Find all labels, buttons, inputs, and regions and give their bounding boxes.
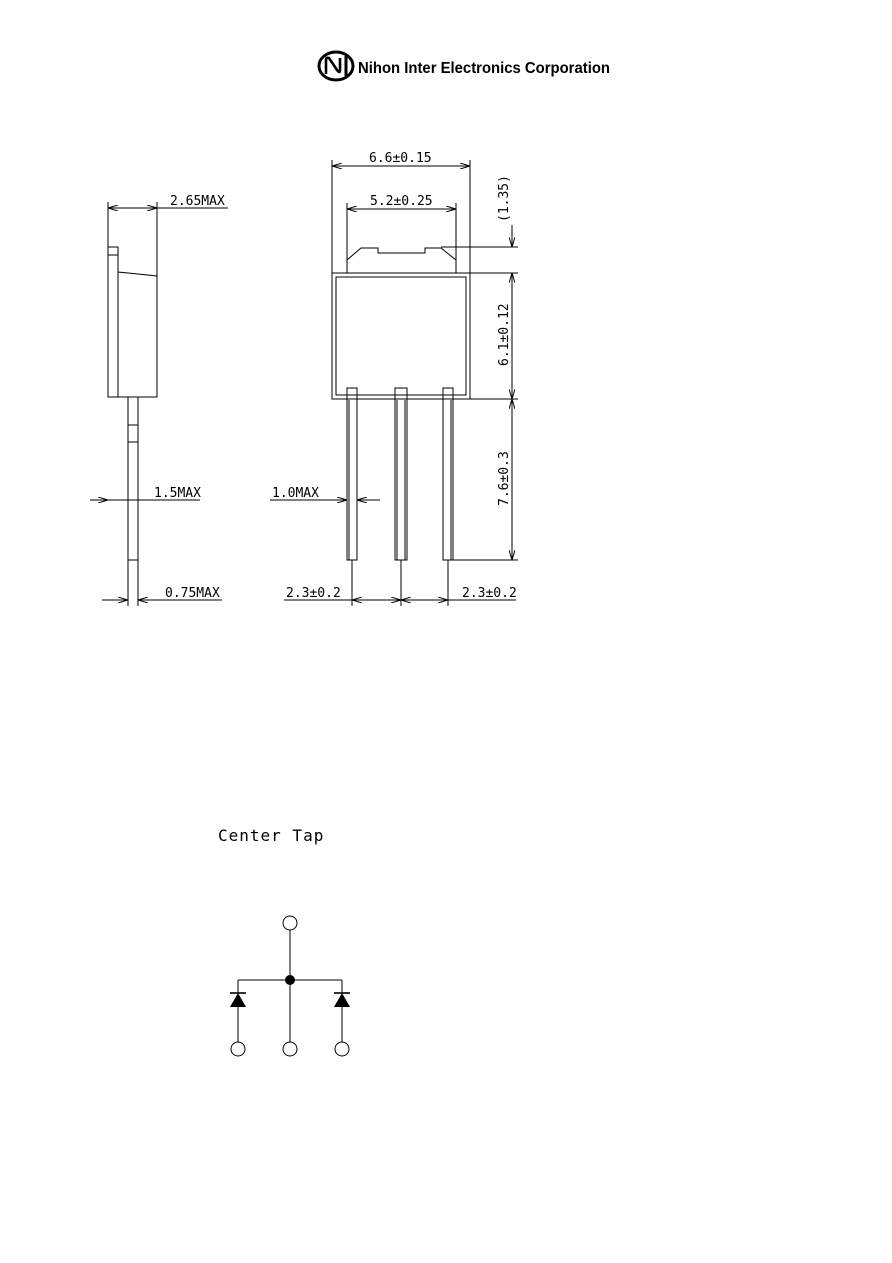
- dim-body-height-label: 6.1±0.12: [497, 303, 512, 366]
- dim-front-lead-width-label: 1.0MAX: [272, 486, 319, 501]
- side-view-outline: [107, 246, 158, 561]
- terminal-right: [334, 1041, 350, 1057]
- dim-pitch-right-label: 2.3±0.2: [462, 586, 517, 601]
- center-tap-circuit: [230, 915, 350, 1057]
- front-view-outline: [331, 247, 471, 400]
- diode-right-icon: [334, 992, 350, 1007]
- dim-body-thickness: 2.65MAX: [107, 194, 228, 276]
- dim-side-lead-width: 1.5MAX: [90, 486, 201, 508]
- dim-tab-width: 5.2±0.25: [346, 194, 457, 260]
- dim-body-height: 6.1±0.12: [470, 273, 518, 400]
- front-view: 6.6±0.15 5.2±0.25 (1.35) 6.1±0.12 7.6±0.…: [270, 151, 518, 606]
- dim-overall-width-label: 6.6±0.15: [369, 151, 432, 166]
- dim-lead-thickness-label: 0.75MAX: [165, 586, 220, 601]
- schematic-title: Center Tap: [218, 826, 324, 845]
- dim-side-lead-width-label: 1.5MAX: [154, 486, 201, 501]
- side-view: 2.65MAX 1.5MAX 0.75MAX: [90, 194, 228, 606]
- dim-tab-width-label: 5.2±0.25: [370, 194, 433, 209]
- terminal-left: [230, 1041, 246, 1057]
- dim-tab-height: (1.35): [441, 175, 518, 274]
- nihon-inter-logo-icon: [317, 50, 355, 82]
- company-name: Nihon Inter Electronics Corporation: [358, 60, 610, 77]
- dim-lead-length-label: 7.6±0.3: [497, 451, 512, 506]
- dim-lead-length: 7.6±0.3: [453, 399, 518, 561]
- dim-overall-width: 6.6±0.15: [331, 151, 471, 273]
- terminal-common: [282, 915, 298, 931]
- terminal-center: [282, 1041, 298, 1057]
- dim-front-lead-width: 1.0MAX: [270, 486, 380, 501]
- dim-lead-thickness: 0.75MAX: [102, 560, 222, 606]
- dim-lead-pitch: 2.3±0.2 2.3±0.2: [284, 560, 517, 606]
- company-logo: Nihon Inter Electronics Corporation: [317, 50, 610, 82]
- dim-body-thickness-label: 2.65MAX: [170, 194, 225, 209]
- diode-left-icon: [230, 992, 246, 1007]
- front-view-leads: [346, 387, 454, 561]
- dim-tab-height-label: (1.35): [497, 175, 512, 222]
- dim-pitch-left-label: 2.3±0.2: [286, 586, 341, 601]
- schematic: Center Tap: [218, 826, 350, 1057]
